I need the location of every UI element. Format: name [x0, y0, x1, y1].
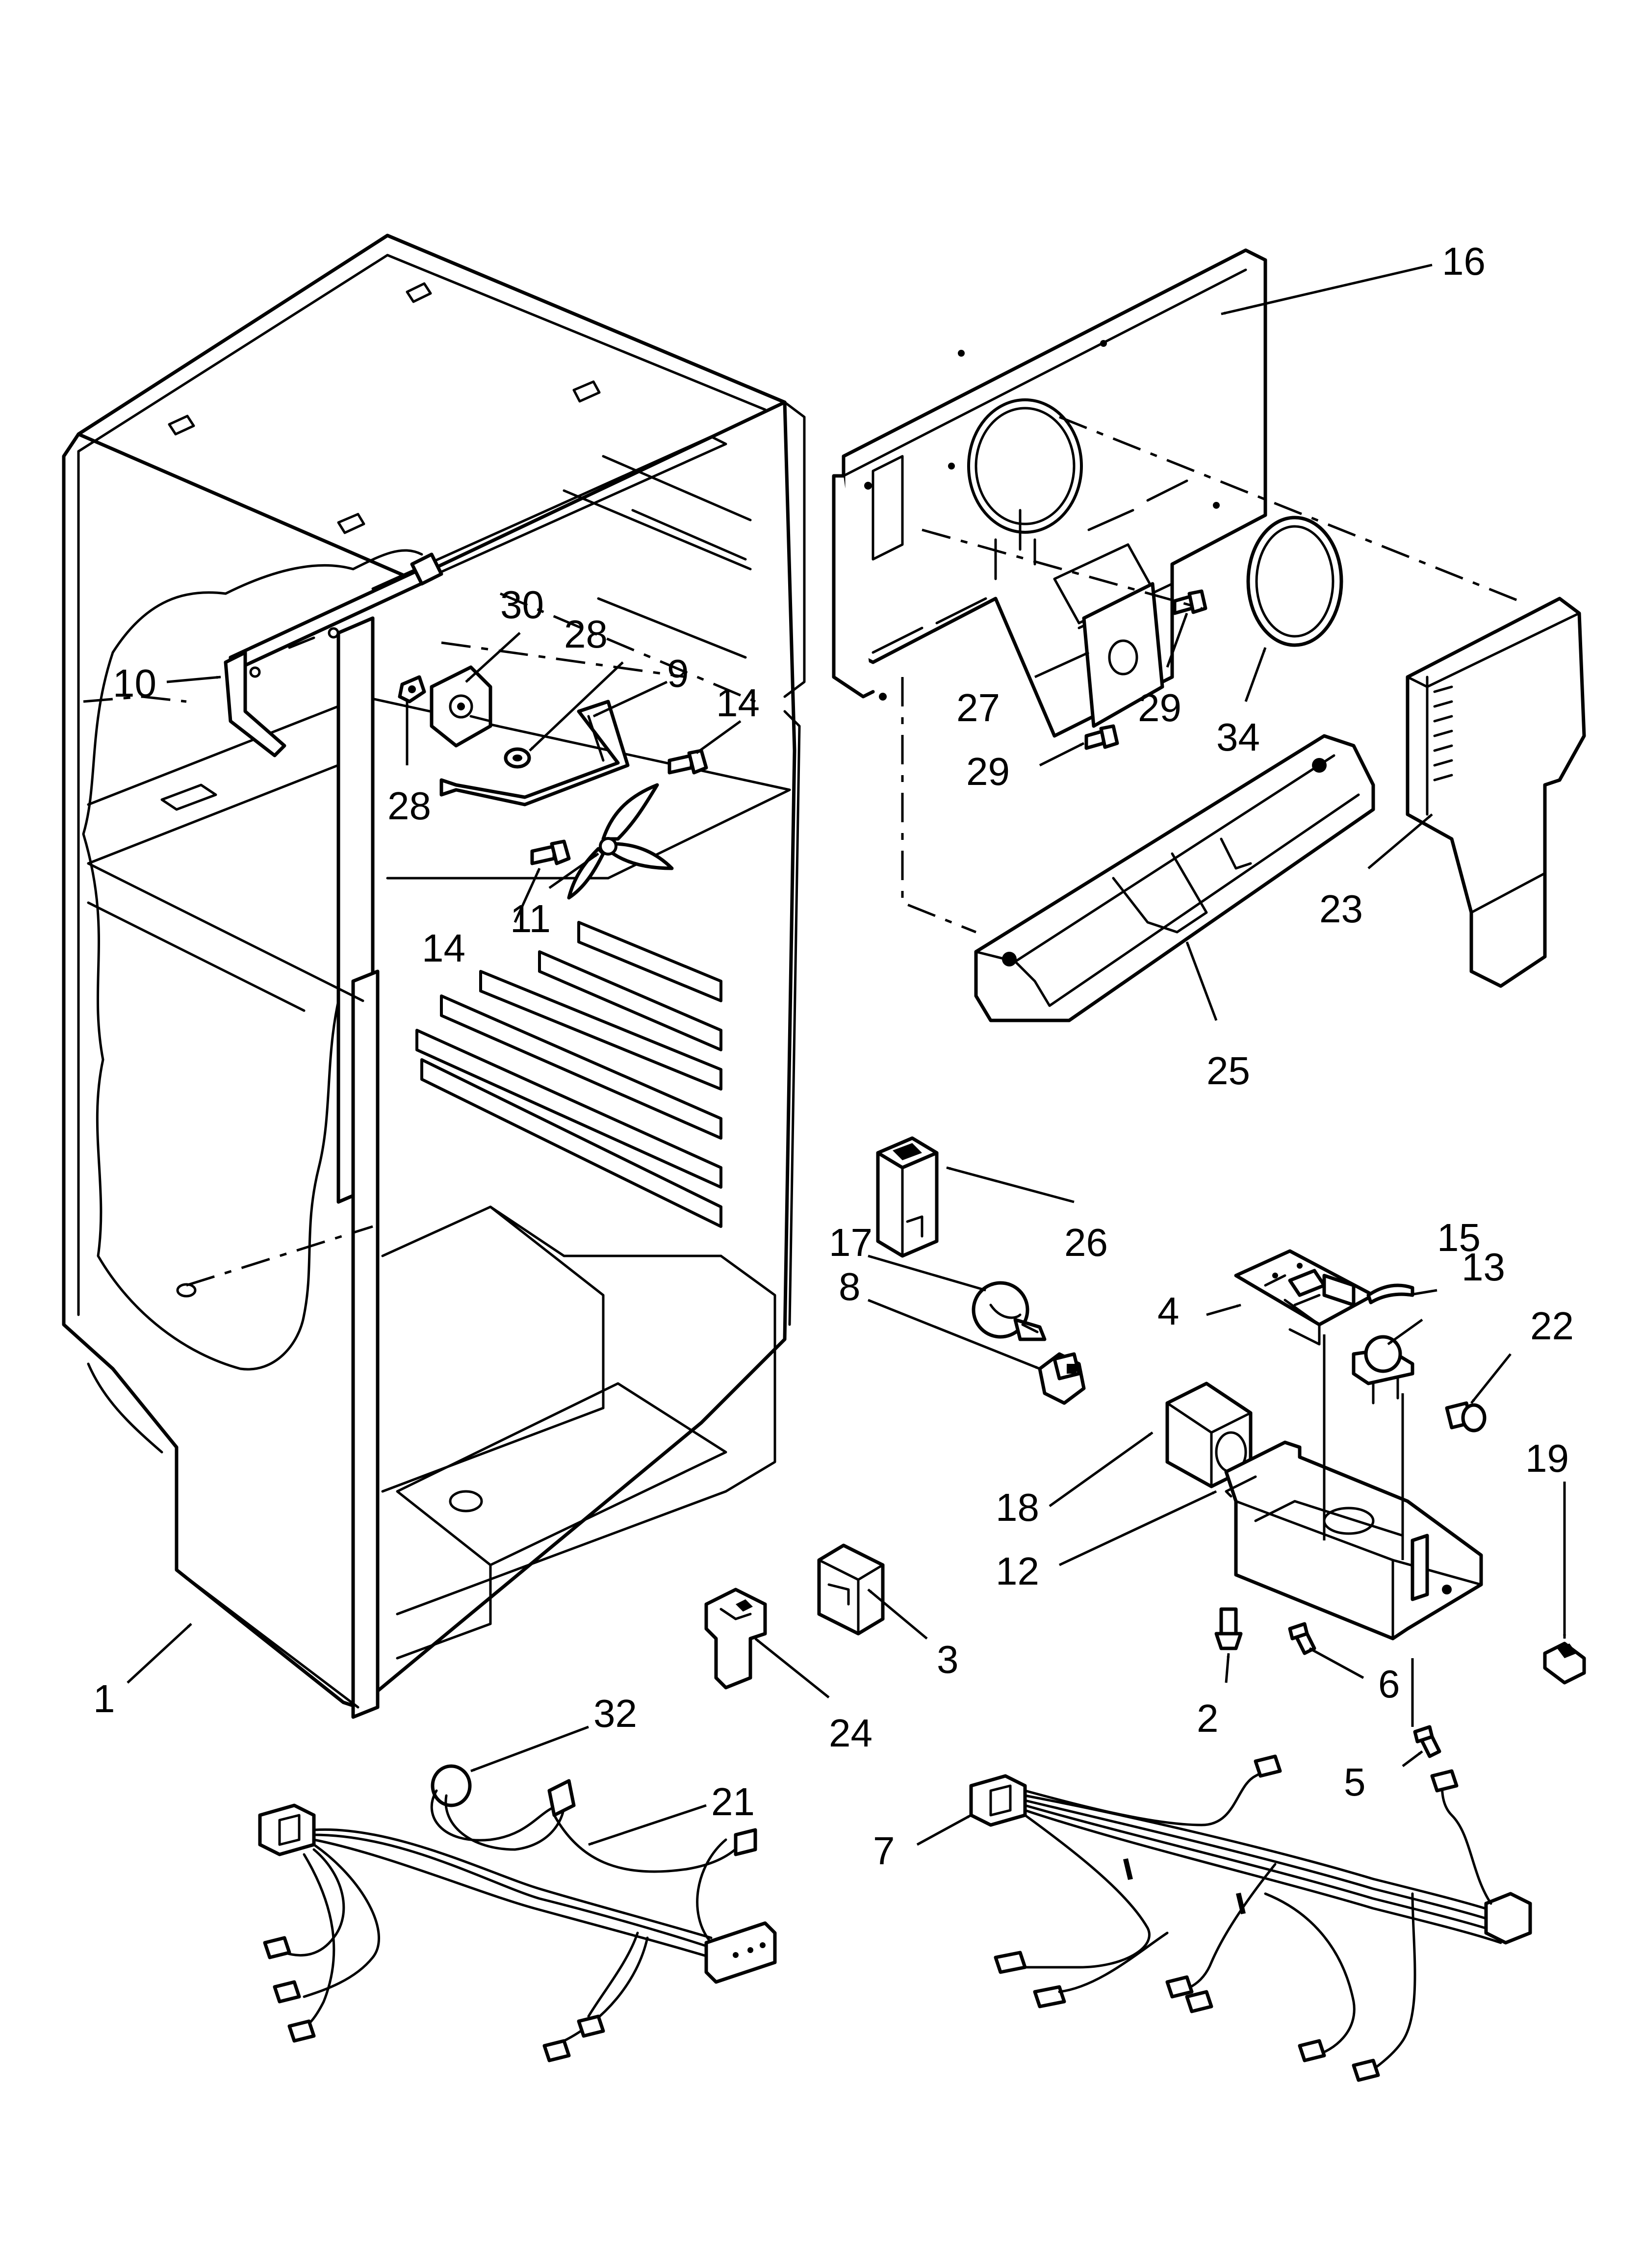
callout-6: 6: [1378, 1662, 1400, 1706]
callout-21: 21: [711, 1780, 755, 1824]
callout-32: 32: [593, 1692, 637, 1735]
callout-23: 23: [1319, 887, 1363, 931]
part-3-connector: [817, 1543, 885, 1636]
callout-2: 2: [1197, 1696, 1219, 1740]
part-30-fan-motor: [430, 665, 492, 748]
callout-15: 15: [1437, 1216, 1481, 1259]
part-19-connector: [1543, 1642, 1586, 1685]
callout-8: 8: [839, 1265, 861, 1308]
alignment-lines: [83, 416, 1526, 1287]
cabinet-liner: [62, 234, 806, 1719]
part-21-wire-harness: [258, 1779, 777, 2062]
part-25-cross-duct: [974, 734, 1375, 1022]
part-22-knob: [1445, 1401, 1487, 1433]
part-12-control-housing: [1224, 1440, 1483, 1641]
callout-34: 34: [1216, 715, 1260, 759]
callout-12: 12: [996, 1549, 1039, 1593]
callout-28-lower: 28: [387, 784, 431, 828]
callout-1: 1: [93, 1677, 115, 1721]
part-28-nut: [398, 675, 426, 704]
callout-5: 5: [1344, 1760, 1366, 1804]
leader-lines: [127, 263, 1566, 1846]
part-8-socket: [1038, 1352, 1086, 1405]
callout-30: 30: [500, 583, 544, 626]
callout-14-lower: 14: [422, 926, 465, 970]
part-29-screw-lower: [1084, 724, 1119, 750]
part-11-fan-blade: [567, 783, 674, 900]
part-16-rear-panel: [832, 248, 1267, 738]
part-10-bracket: [224, 552, 443, 757]
callout-18: 18: [996, 1486, 1039, 1529]
part-2-clip: [1214, 1607, 1243, 1650]
callout-25: 25: [1206, 1049, 1250, 1093]
part-27-cover: [1082, 582, 1164, 728]
part-9-bracket: [439, 700, 630, 807]
callout-28-upper: 28: [564, 612, 608, 656]
callout-14-upper: 14: [716, 681, 760, 725]
part-15-tube: [1366, 1283, 1414, 1304]
part-32-sensor: [431, 1764, 472, 1807]
part-24-relay: [704, 1588, 767, 1690]
part-17-bulb: [972, 1281, 1047, 1341]
part-29-screw-upper: [1173, 589, 1207, 615]
callout-13: 13: [1462, 1245, 1505, 1289]
part-26-connector: [876, 1136, 939, 1258]
callout-19: 19: [1525, 1436, 1569, 1480]
part-7-wire-harness: [969, 1754, 1532, 2082]
callout-24: 24: [829, 1711, 872, 1755]
callout-4: 4: [1157, 1289, 1180, 1333]
callout-17: 17: [829, 1221, 872, 1264]
part-4-control-board: [1234, 1249, 1375, 1346]
callout-labels: 1 2 3 4 5 6 7 8 9 10 11 12 13 14 14 15 1…: [93, 239, 1574, 1873]
callout-22: 22: [1530, 1304, 1574, 1348]
part-23-duct: [1406, 597, 1586, 988]
callout-9: 9: [667, 652, 689, 695]
callout-3: 3: [937, 1638, 959, 1681]
callout-11: 11: [510, 897, 551, 940]
callout-29-upper: 29: [1138, 686, 1181, 730]
part-34-ring: [1246, 516, 1343, 647]
callout-16: 16: [1442, 239, 1486, 283]
part-14-screw-lower: [530, 839, 571, 865]
callout-7: 7: [873, 1829, 895, 1873]
part-6-screw: [1288, 1622, 1316, 1655]
callout-10: 10: [113, 661, 156, 705]
part-28-washer: [504, 747, 531, 769]
callout-27: 27: [956, 686, 1000, 730]
part-13-thermostat: [1352, 1335, 1414, 1405]
callout-29-lower: 29: [966, 750, 1010, 793]
callout-26: 26: [1064, 1221, 1108, 1264]
part-5-screw: [1413, 1725, 1441, 1758]
